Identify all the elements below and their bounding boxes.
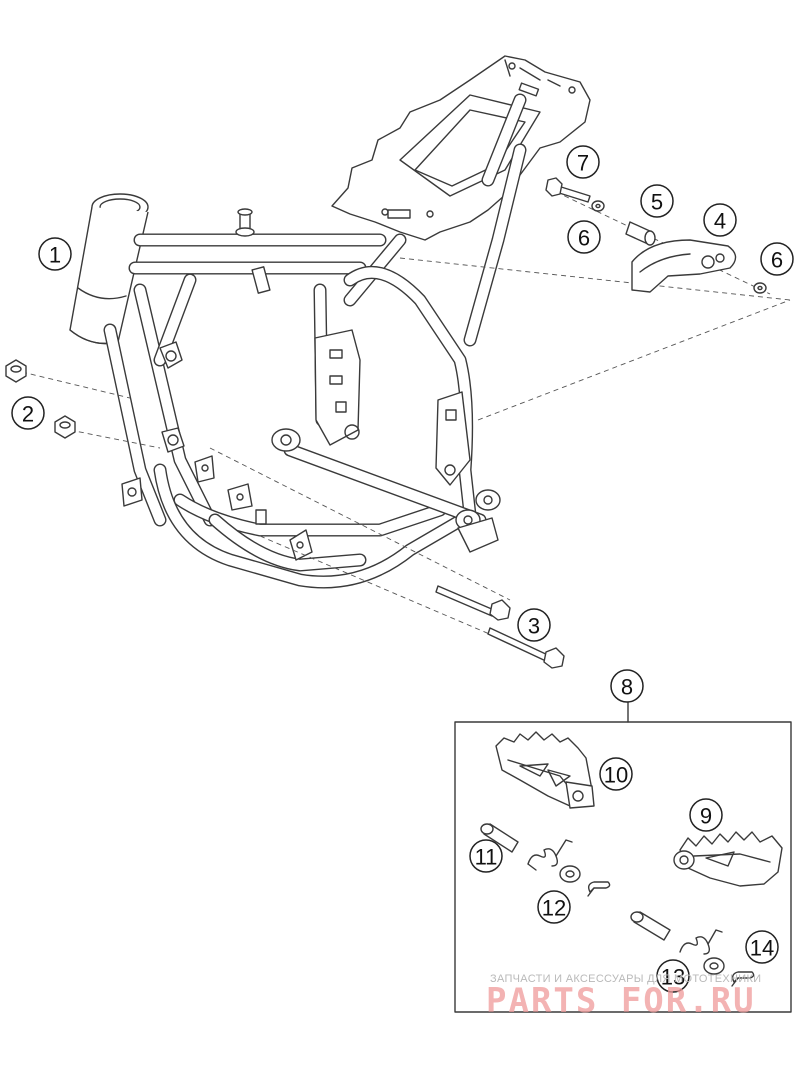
svg-text:12: 12: [542, 896, 566, 921]
leader-lines: [21, 187, 791, 723]
callout-5: 5: [640, 184, 674, 218]
svg-text:3: 3: [528, 614, 540, 639]
callout-6-left: 6: [567, 220, 601, 254]
watermark-brand: PARTS FOR.RU: [486, 981, 756, 1021]
washer-part-6: [591, 200, 767, 294]
svg-text:8: 8: [621, 675, 633, 700]
washer-part-13: [559, 865, 725, 975]
bolt-part-7: [545, 177, 591, 203]
svg-text:7: 7: [577, 151, 589, 176]
svg-text:5: 5: [651, 190, 663, 215]
callout-1: 1: [38, 237, 72, 271]
svg-text:6: 6: [578, 226, 590, 251]
pin-part-11: [480, 823, 671, 941]
callout-11: 11: [469, 839, 503, 873]
svg-text:14: 14: [750, 936, 774, 961]
svg-text:4: 4: [714, 209, 726, 234]
svg-text:11: 11: [475, 845, 498, 870]
callout-14: 14: [745, 930, 779, 964]
callout-12: 12: [537, 890, 571, 924]
footrest-part-9: [673, 831, 783, 887]
bracket-part-4: [631, 239, 737, 293]
split-pin-part-14: [587, 881, 755, 987]
callouts: 1 2 3 4 5 6 6 7: [11, 145, 794, 993]
svg-text:1: 1: [49, 243, 61, 268]
bushing-part-5: [625, 221, 656, 246]
kit-box: [454, 721, 792, 1013]
nut-part-2: [5, 359, 76, 439]
callout-3: 3: [517, 608, 551, 642]
callout-4: 4: [703, 203, 737, 237]
spring-part-12: [527, 839, 723, 955]
svg-text:2: 2: [22, 402, 34, 427]
svg-text:6: 6: [771, 248, 783, 273]
svg-text:13: 13: [661, 965, 685, 990]
callout-13: 13: [656, 959, 690, 993]
callout-6-right: 6: [760, 242, 794, 276]
callout-9: 9: [689, 798, 723, 832]
footrest-part-10: [495, 731, 595, 809]
bolt-part-3: [435, 585, 565, 669]
watermark: ЗАПЧАСТИ И АКСЕССУАРЫ ДЛЯ МОТОТЕХНИКИ PA…: [486, 973, 761, 1021]
watermark-tagline: ЗАПЧАСТИ И АКСЕССУАРЫ ДЛЯ МОТОТЕХНИКИ: [490, 973, 761, 985]
svg-text:10: 10: [604, 763, 628, 788]
callout-10: 10: [599, 757, 633, 791]
callout-7: 7: [566, 145, 600, 179]
callout-8: 8: [610, 669, 644, 703]
callout-2: 2: [11, 396, 45, 430]
main-frame: [69, 55, 591, 589]
svg-text:9: 9: [700, 804, 712, 829]
